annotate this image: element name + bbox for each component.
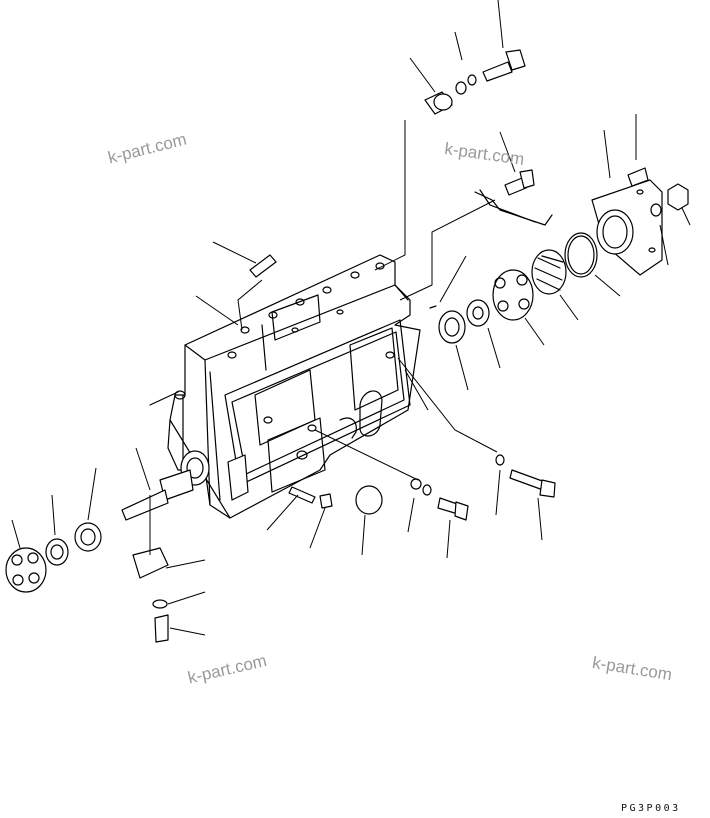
pump-housing: [121, 254, 421, 521]
parts-left: [5, 522, 169, 643]
parts-right: [249, 49, 689, 521]
drawing-code: PG3P003: [621, 803, 681, 814]
leader-lines: [11, 0, 691, 636]
